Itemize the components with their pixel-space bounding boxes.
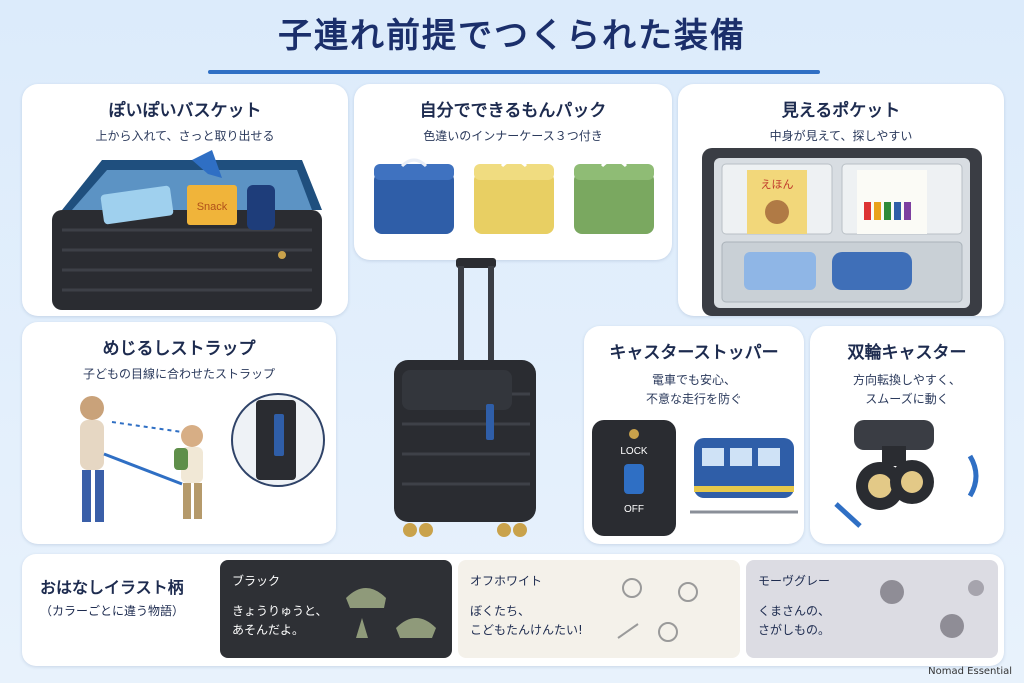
story-black-line2: あそんだよ。 <box>232 623 305 638</box>
explorer-kids-pattern-icon <box>617 578 698 642</box>
page-title: 子連れ前提でつくられた装備 <box>278 16 746 56</box>
story-panel-offwhite[interactable]: オフホワイト ぼくたち、 こどもたんけんたい! <box>458 560 740 658</box>
story-mauvegrey-line1: くまさんの、 <box>758 604 831 618</box>
card-story: おはなしイラスト柄 （カラーごとに違う物語） ブラック きょうりゅうと、 あそん… <box>22 554 1004 666</box>
card-basket-title: ぽいぽいバスケット <box>108 101 262 121</box>
story-offwhite-line1: ぼくたち、 <box>470 604 531 618</box>
story-offwhite-line2: こどもたんけんたい! <box>470 623 583 638</box>
blue-pack-icon <box>374 158 454 234</box>
card-pack-title: 自分でできるもんパック <box>419 101 607 121</box>
story-subtitle: （カラーごとに違う物語） <box>40 604 185 618</box>
caster-illustration <box>834 420 979 528</box>
green-pack-icon <box>574 158 654 234</box>
train-icon <box>690 438 798 514</box>
snack-label: Snack <box>197 201 228 213</box>
story-mauvegrey-line2: さがしもの。 <box>758 623 831 638</box>
dinosaur-pattern-icon <box>346 588 436 638</box>
yellow-pack-icon <box>474 158 554 234</box>
child-figure-icon <box>174 425 203 519</box>
card-pack-subtitle: 色違いのインナーケース３つ付き <box>423 129 603 143</box>
card-caster: 双輪キャスター 方向転換しやすく、 スムーズに動く <box>810 326 1004 544</box>
pocket-illustration: えほん <box>702 148 982 316</box>
card-pocket: 見えるポケット 中身が見えて、探しやすい えほん <box>678 84 1004 316</box>
bear-pattern-icon <box>880 580 984 638</box>
card-caster-title: 双輪キャスター <box>847 343 967 363</box>
stopper-illustration: LOCK OFF <box>592 420 798 536</box>
parent-figure-icon <box>80 396 104 522</box>
card-stopper-title: キャスターストッパー <box>609 343 779 363</box>
crayons-icon <box>864 202 911 220</box>
story-black-line1: きょうりゅうと、 <box>232 604 328 618</box>
suitcase-illustration <box>394 258 536 537</box>
story-black-name: ブラック <box>232 574 281 588</box>
card-pocket-title: 見えるポケット <box>781 101 901 121</box>
card-strap-subtitle: 子どもの目線に合わせたストラップ <box>82 367 275 381</box>
card-caster-subtitle-line1: 方向転換しやすく、 <box>853 373 961 387</box>
brand-footer: Nomad Essential <box>928 666 1012 677</box>
story-panel-mauvegrey[interactable]: モーヴグレー くまさんの、 さがしもの。 <box>746 560 998 658</box>
card-basket-subtitle: 上から入れて、さっと取り出せる <box>95 129 275 143</box>
card-stopper-subtitle-line2: 不意な走行を防ぐ <box>645 391 742 406</box>
card-caster-subtitle-line2: スムーズに動く <box>865 391 949 406</box>
story-mauvegrey-name: モーヴグレー <box>758 574 831 588</box>
basket-illustration: Snack <box>52 150 322 310</box>
card-strap: めじるしストラップ 子どもの目線に合わせたストラップ <box>22 322 336 544</box>
strap-illustration <box>80 393 325 522</box>
card-pocket-subtitle: 中身が見えて、探しやすい <box>769 129 913 143</box>
story-offwhite-name: オフホワイト <box>470 574 543 588</box>
story-title: おはなしイラスト柄 <box>40 578 184 597</box>
book-label: えほん <box>761 178 794 191</box>
off-label: OFF <box>624 504 644 515</box>
card-strap-title: めじるしストラップ <box>102 339 256 359</box>
card-stopper: キャスターストッパー 電車でも安心、 不意な走行を防ぐ LOCK OFF <box>584 326 804 544</box>
card-basket: ぽいぽいバスケット 上から入れて、さっと取り出せる Snack <box>22 84 348 316</box>
inner-cases-illustration <box>374 158 654 234</box>
story-panel-black[interactable]: ブラック きょうりゅうと、 あそんだよ。 <box>220 560 452 658</box>
card-stopper-subtitle-line1: 電車でも安心、 <box>651 373 736 387</box>
title-underline <box>208 70 820 74</box>
card-pack: 自分でできるもんパック 色違いのインナーケース３つ付き <box>354 84 672 260</box>
lock-label: LOCK <box>620 446 648 457</box>
